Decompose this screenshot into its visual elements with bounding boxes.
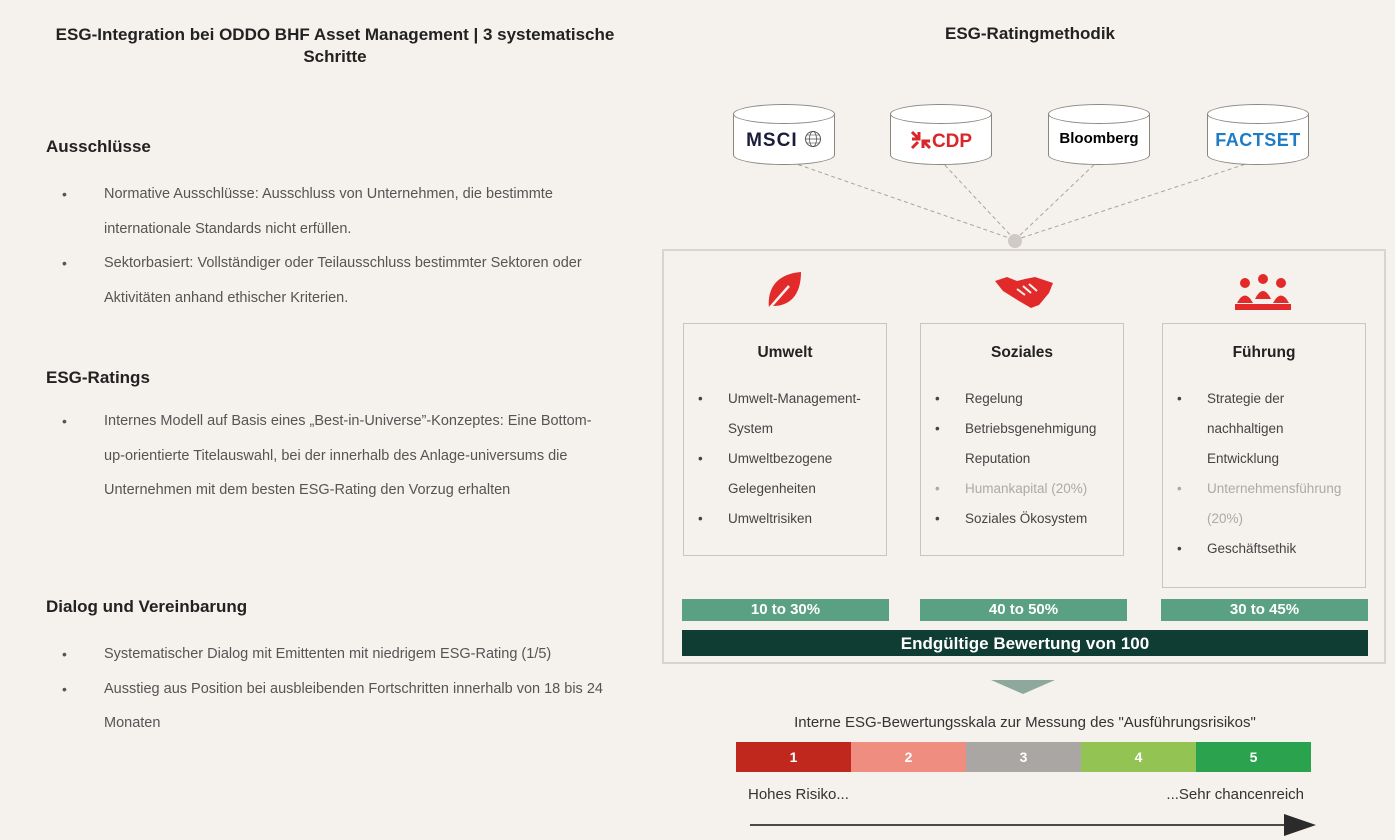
list-item: Sektorbasiert: Vollständiger oder Teilau…: [62, 246, 587, 315]
globe-icon: [804, 131, 821, 147]
list-item: Ausstieg aus Position bei ausbleibenden …: [62, 672, 618, 741]
weight-bar-governance: 30 to 45%: [1161, 599, 1368, 621]
final-score-bar: Endgültige Bewertung von 100: [682, 630, 1368, 656]
list-item: Geschäftsethik: [1177, 534, 1357, 564]
list-item: Umwelt-Management-System: [698, 384, 878, 444]
source-factset: FACTSET: [1207, 104, 1309, 172]
leaf-icon: [766, 272, 801, 312]
cdp-logo-text: CDP: [931, 131, 973, 152]
section-title-dialog: Dialog und Vereinbarung: [46, 597, 248, 616]
bloomberg-logo-text: Bloomberg: [1059, 130, 1139, 147]
right-title: ESG-Ratingmethodik: [944, 24, 1115, 43]
methodology-frame: [662, 249, 1386, 664]
people-icon: [1235, 274, 1291, 310]
scale-level-2: 2: [851, 742, 966, 772]
section-title-exclusions: Ausschlüsse: [46, 137, 151, 156]
list-item: Normative Ausschlüsse: Ausschluss von Un…: [62, 177, 587, 246]
list-item: Betriebsgenehmigung Reputation: [935, 414, 1115, 474]
scale-level-3: 3: [966, 742, 1081, 772]
pillar-panel-environment: Umwelt Umwelt-Management-System Umweltbe…: [683, 323, 887, 556]
list-item: Systematischer Dialog mit Emittenten mit…: [62, 637, 618, 672]
list-item: Soziales Ökosystem: [935, 504, 1115, 534]
scale-high-label: ...Sehr chancenreich: [1166, 786, 1304, 803]
pillar-panel-governance: Führung Strategie der nachhaltigen Entwi…: [1162, 323, 1366, 588]
factset-logo-text: FACTSET: [1215, 130, 1301, 150]
list-item: Umweltbezogene Gelegenheiten: [698, 444, 878, 504]
scale-level-4: 4: [1081, 742, 1196, 772]
pillar-title: Soziales: [990, 344, 1054, 361]
handshake-icon: [995, 277, 1053, 308]
source-cdp: CDP: [890, 104, 992, 172]
scale-low-label: Hohes Risiko...: [748, 786, 849, 803]
list-item: Humankapital (20%): [935, 474, 1115, 504]
exclusions-list: Normative Ausschlüsse: Ausschluss von Un…: [62, 177, 587, 315]
pillar-panel-social: Soziales Regelung Betriebsgenehmigung Re…: [920, 323, 1124, 556]
pillar-title: Führung: [1232, 344, 1296, 361]
pillar-title: Umwelt: [757, 344, 813, 361]
left-title: ESG-Integration bei ODDO BHF Asset Manag…: [55, 25, 615, 66]
weight-bar-environment: 10 to 30%: [682, 599, 889, 621]
scale-title: Interne ESG-Bewertungsskala zur Messung …: [794, 714, 1256, 731]
list-item: Regelung: [935, 384, 1115, 414]
source-msci: MSCI: [733, 104, 835, 172]
list-item: Strategie der nachhaltigen Entwicklung: [1177, 384, 1357, 474]
connector-node: [1008, 234, 1022, 248]
list-item: Unternehmensführung (20%): [1177, 474, 1357, 534]
section-title-esg-ratings: ESG-Ratings: [46, 368, 150, 387]
esg-ratings-list: Internes Modell auf Basis eines „Best-in…: [62, 404, 610, 508]
scale-level-1: 1: [736, 742, 851, 772]
list-item: Internes Modell auf Basis eines „Best-in…: [62, 404, 610, 508]
msci-logo-text: MSCI: [746, 130, 798, 151]
list-item: Umweltrisiken: [698, 504, 878, 534]
cdp-arrows-icon: [910, 130, 931, 150]
scale-arrow-icon: [750, 814, 1316, 836]
weight-bar-social: 40 to 50%: [920, 599, 1127, 621]
scale-level-5: 5: [1196, 742, 1311, 772]
dialog-list: Systematischer Dialog mit Emittenten mit…: [62, 637, 618, 741]
source-bloomberg: Bloomberg: [1048, 104, 1150, 172]
chevron-down-icon: [991, 680, 1055, 694]
